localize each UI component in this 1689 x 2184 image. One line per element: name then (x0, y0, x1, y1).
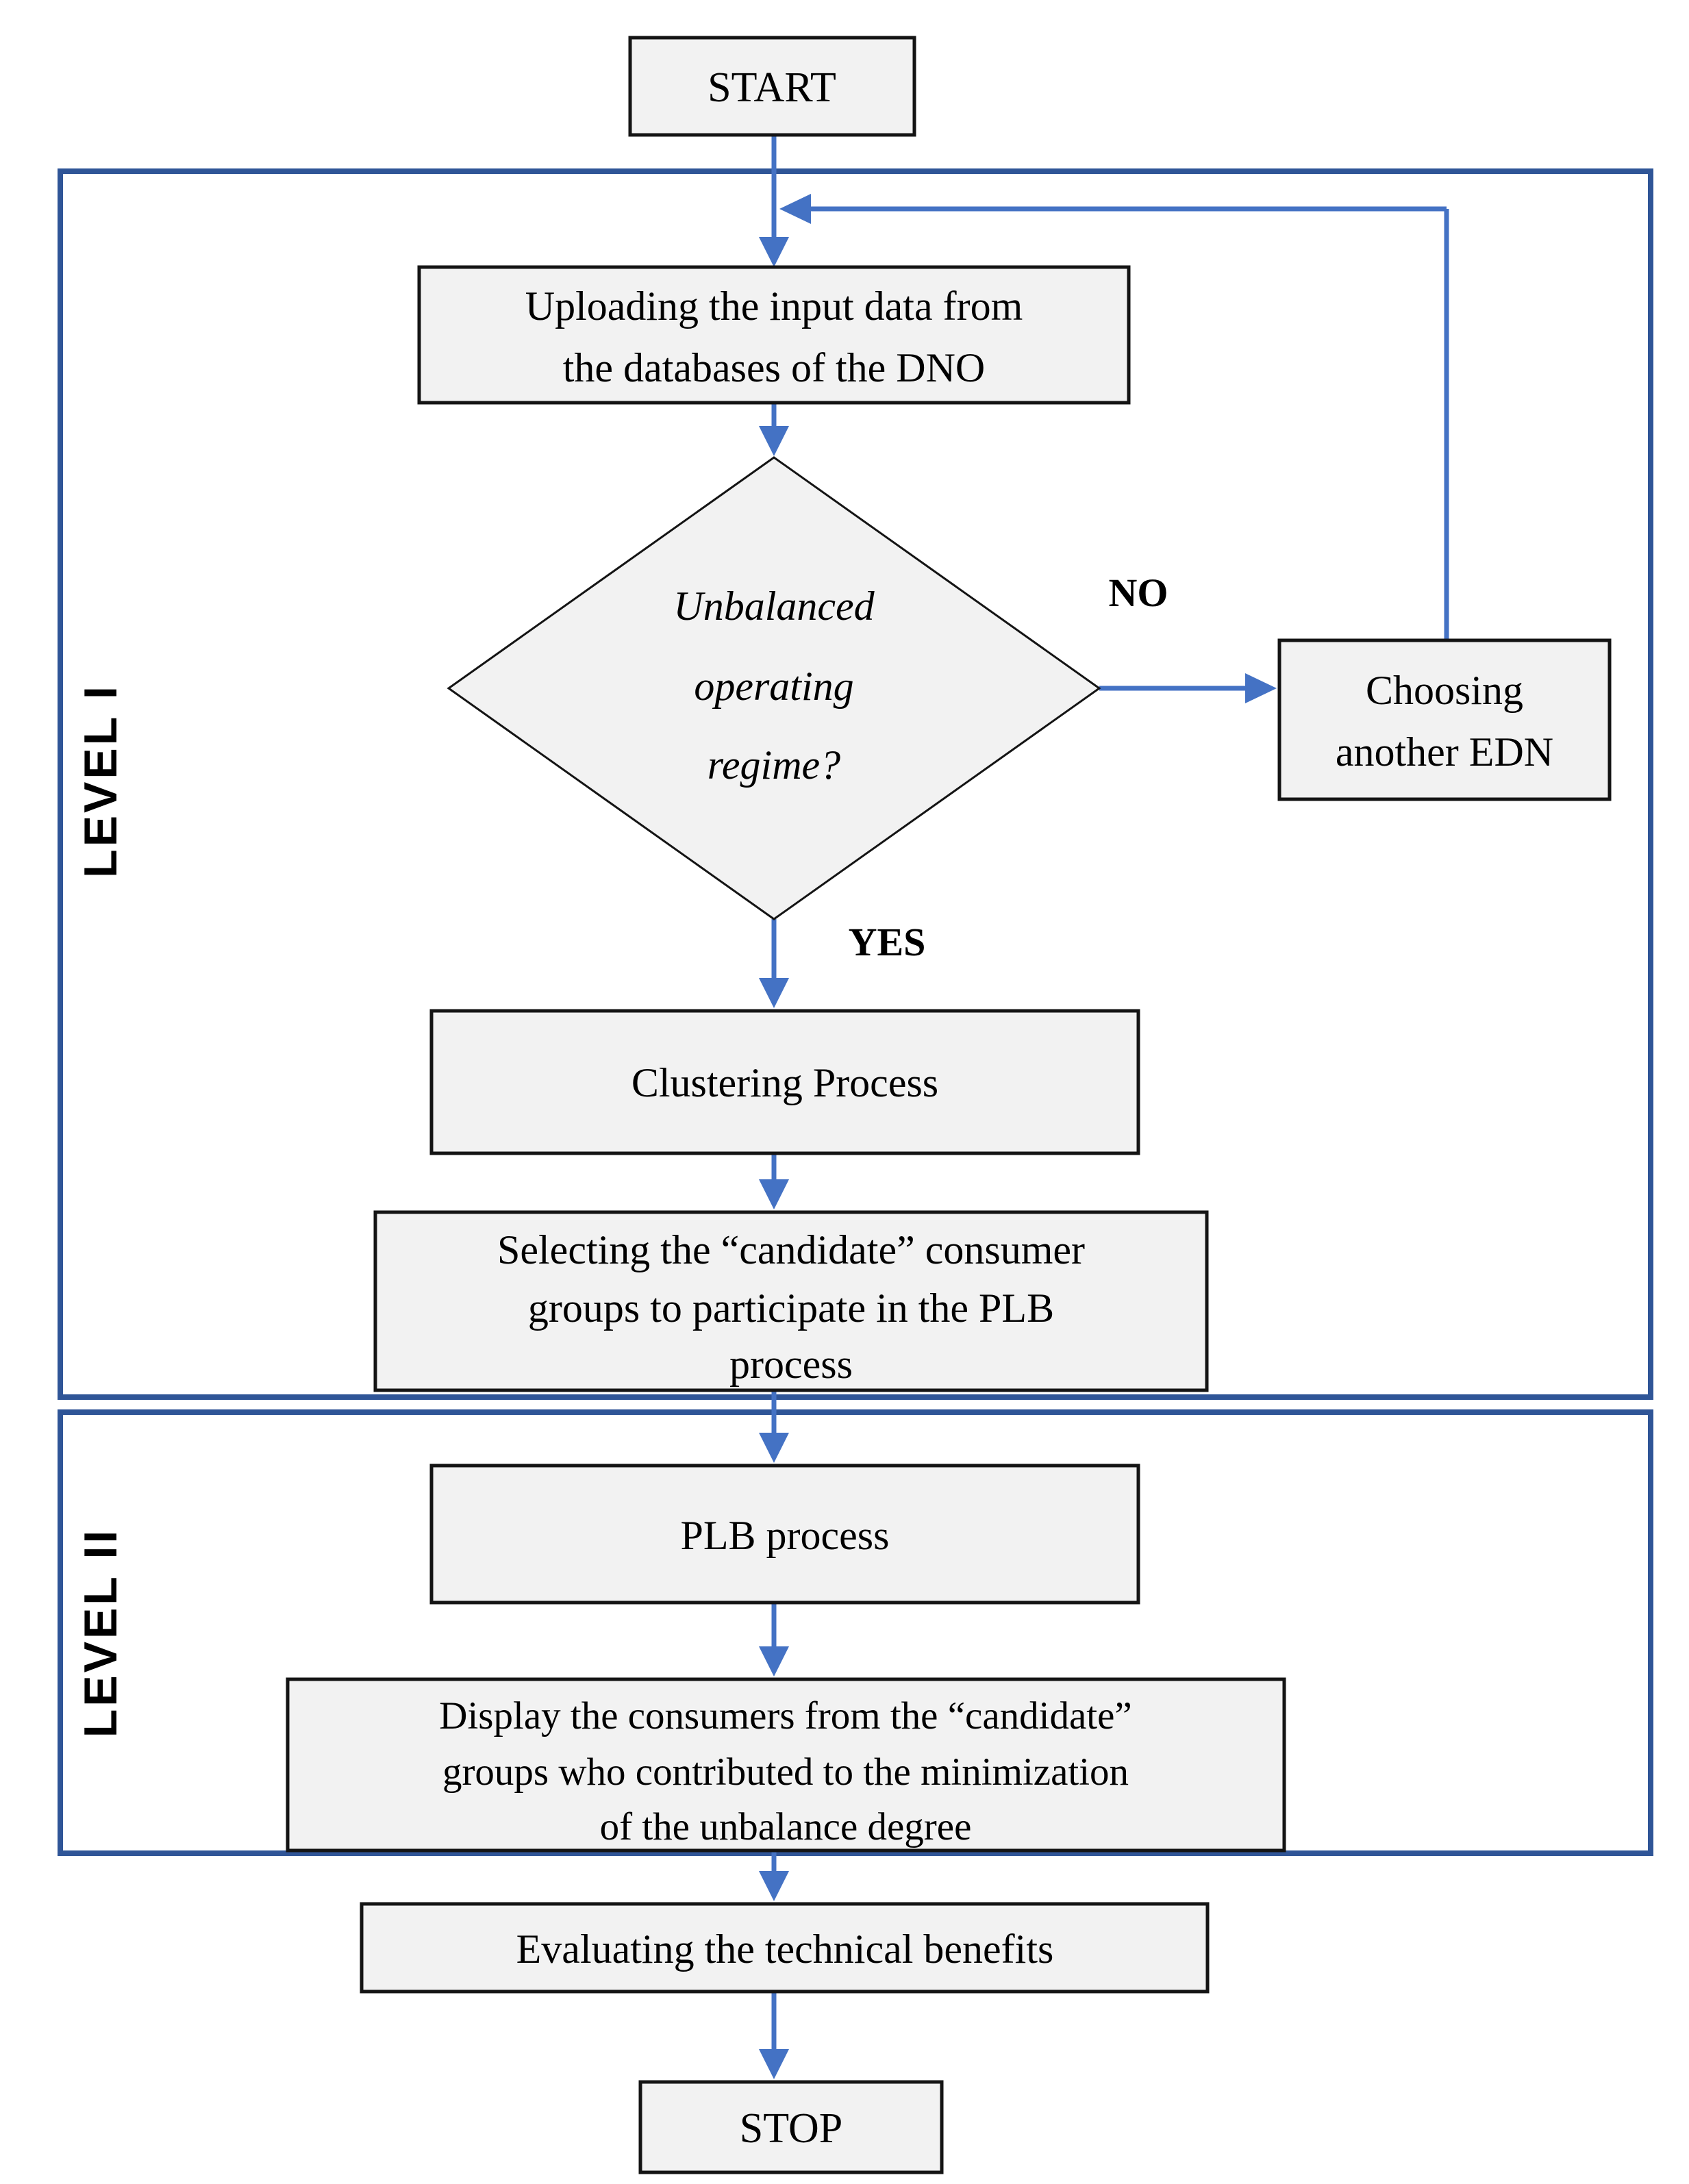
evaluating-box (360, 1902, 1210, 1994)
uploading-label-line2: the databases of the DNO (563, 345, 985, 390)
arrowhead-into-choosing (1245, 673, 1277, 703)
arrowhead-into-decision (759, 426, 789, 456)
stop-label: STOP (740, 2105, 843, 2152)
decision-diamond (447, 456, 1101, 920)
decision-label-line3: regime? (708, 742, 840, 788)
level2-container (58, 1409, 1653, 1856)
choosing-label-line2: another EDN (1336, 729, 1553, 775)
evaluating-label: Evaluating the technical benefits (516, 1926, 1054, 1972)
display-label-line2: groups who contributed to the minimizati… (442, 1750, 1129, 1794)
clustering-label: Clustering Process (631, 1060, 938, 1105)
level1-container (58, 168, 1653, 1400)
choosing-box (1277, 638, 1612, 801)
selecting-node: Selecting the “candidate” consumer group… (373, 1210, 1209, 1392)
uploading-node: Uploading the input data from the databa… (417, 265, 1131, 405)
display-node: Display the consumers from the “candidat… (286, 1677, 1286, 1853)
stop-box (638, 2080, 944, 2174)
choosing-node: Choosing another EDN (1277, 638, 1612, 801)
stop-node: STOP (638, 2080, 944, 2174)
plb-label: PLB process (681, 1513, 890, 1558)
display-box (286, 1677, 1286, 1853)
yes-branch-label: YES (849, 920, 926, 964)
decision-label-line1: Unbalanced (673, 583, 875, 629)
level2-label: LEVEL II (75, 1528, 127, 1738)
clustering-node: Clustering Process (429, 1009, 1140, 1155)
start-label: START (708, 64, 836, 111)
no-branch-label: NO (1109, 570, 1168, 615)
uploading-label-line1: Uploading the input data from (525, 284, 1023, 329)
decision-node: Unbalanced operating regime? (447, 456, 1101, 920)
choosing-label-line1: Choosing (1366, 668, 1523, 713)
arrowhead-into-selecting (759, 1179, 789, 1209)
level1-label: LEVEL I (75, 683, 127, 878)
arrowhead-into-plb (759, 1433, 789, 1463)
clustering-box (429, 1009, 1140, 1155)
start-box (628, 36, 916, 137)
arrowhead-into-clustering (759, 978, 789, 1008)
uploading-box (417, 265, 1131, 405)
arrowhead-into-display (759, 1646, 789, 1677)
evaluating-node: Evaluating the technical benefits (360, 1902, 1210, 1994)
selecting-label-line2: groups to participate in the PLB (528, 1285, 1054, 1331)
arrowhead-return-left (779, 194, 811, 224)
plb-box (429, 1464, 1140, 1605)
selecting-label-line3: process (729, 1342, 853, 1387)
display-label-line3: of the unbalance degree (600, 1805, 972, 1848)
plb-node: PLB process (429, 1464, 1140, 1605)
decision-label-line2: operating (694, 664, 853, 709)
start-node: START (628, 36, 916, 137)
selecting-box (373, 1210, 1209, 1392)
arrowhead-into-evaluating (759, 1871, 789, 1901)
arrowhead-into-uploading (759, 237, 789, 267)
arrowhead-into-stop (759, 2049, 789, 2079)
selecting-label-line1: Selecting the “candidate” consumer (497, 1227, 1085, 1272)
display-label-line1: Display the consumers from the “candidat… (439, 1694, 1131, 1737)
